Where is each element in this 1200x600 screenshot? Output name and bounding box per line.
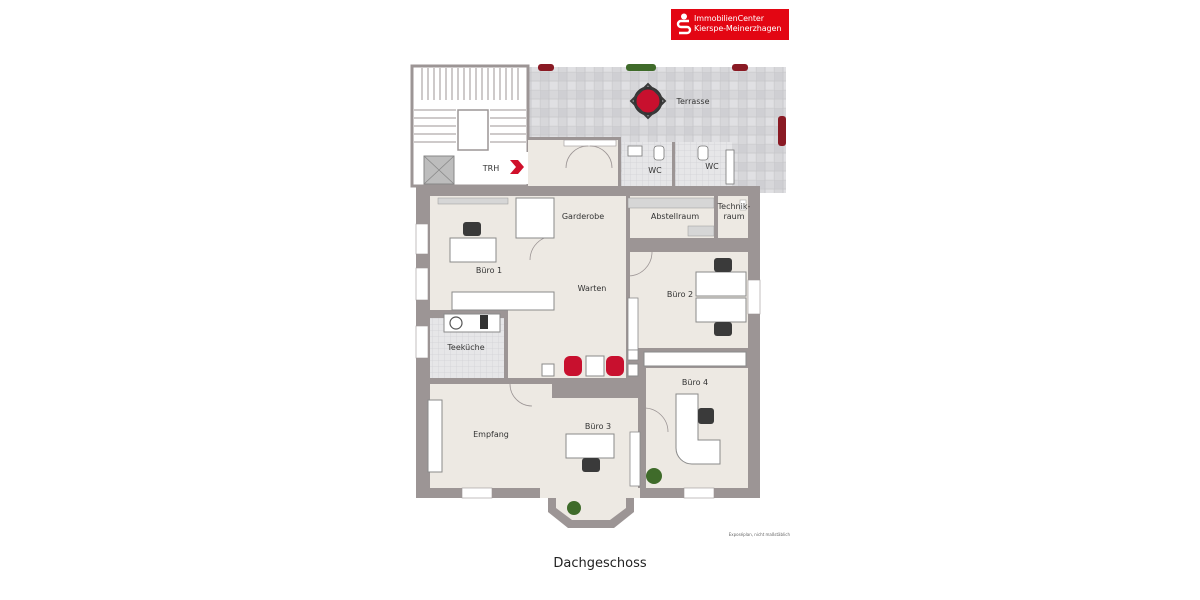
interior-walls (430, 196, 748, 488)
logo-line-1: ImmobilienCenter (694, 14, 764, 23)
buero3-furniture (565, 431, 641, 515)
label-terrasse: Terrasse (675, 97, 709, 106)
label-technikraum-2: raum (723, 212, 744, 221)
direction-arrow-icon (510, 160, 524, 174)
label-buero-2: Büro 2 (667, 290, 693, 299)
label-wc-2: WC (705, 162, 719, 171)
label-wc-1: WC (648, 166, 662, 175)
windows (415, 139, 761, 499)
label-buero-1: Büro 1 (476, 266, 502, 275)
sparkasse-s-icon (676, 13, 692, 35)
buero2-furniture (643, 258, 747, 367)
buero1-furniture (437, 197, 555, 311)
label-buero-4: Büro 4 (682, 378, 708, 387)
door-swings (509, 145, 669, 433)
label-abstellraum: Abstellraum (651, 212, 699, 221)
logo-line-2: Kierspe-Meinerzhagen (694, 24, 782, 33)
buero4-furniture (646, 393, 721, 484)
label-teekueche: Teeküche (446, 343, 484, 352)
wc-fixtures (627, 145, 735, 185)
teekueche-fixtures (443, 313, 501, 333)
label-trh: TRH (482, 164, 499, 173)
label-garderobe: Garderobe (562, 212, 604, 221)
empfang-furniture (427, 399, 443, 473)
abstellraum-shelf (627, 197, 747, 237)
label-buero-3: Büro 3 (585, 422, 611, 431)
plant-icon (567, 501, 581, 515)
label-warten: Warten (578, 284, 607, 293)
sparkasse-logo: ImmobilienCenter Kierspe-Meinerzhagen (671, 9, 789, 40)
label-empfang: Empfang (473, 430, 509, 439)
label-technikraum-1: Technik- (717, 202, 751, 211)
terrace-furniture (538, 64, 786, 146)
waiting-chairs (541, 297, 639, 377)
plan-note: Exposéplan, nicht maßstäblich (728, 532, 790, 537)
floor-caption: Dachgeschoss (553, 556, 647, 571)
plant-icon (646, 468, 662, 484)
